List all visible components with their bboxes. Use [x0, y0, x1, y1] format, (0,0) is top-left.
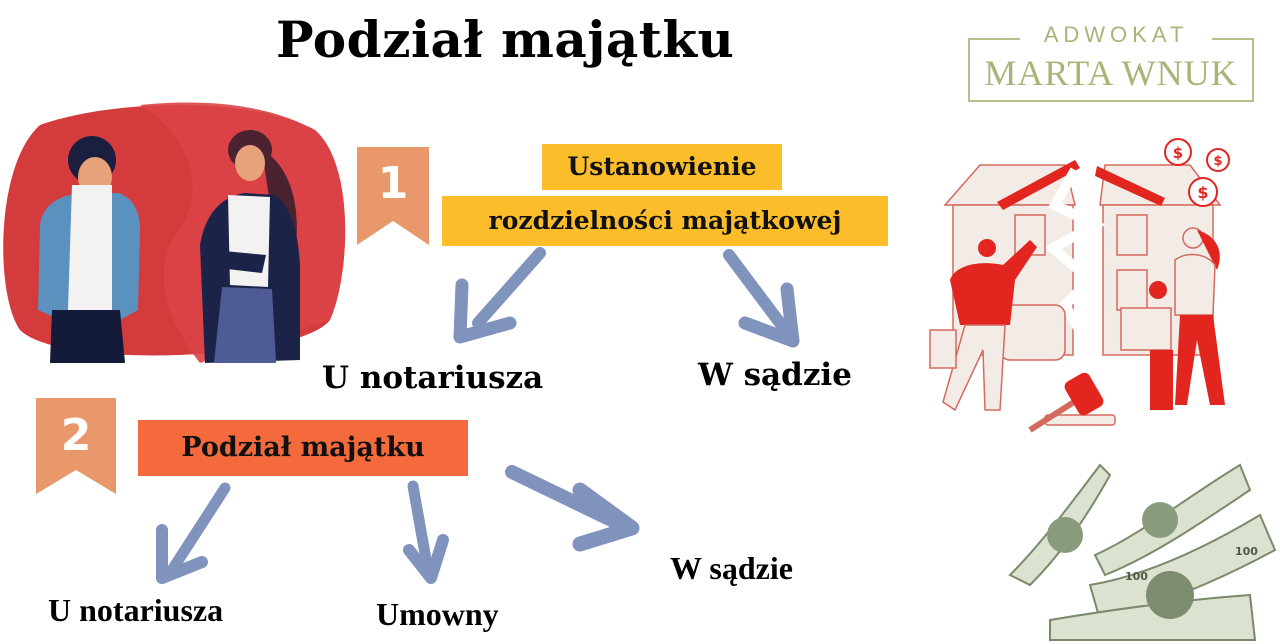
step-2-title: Podział majątku	[138, 420, 468, 476]
arrow-down-left-icon	[156, 482, 231, 584]
step-2-option-court: W sądzie	[670, 550, 793, 586]
svg-text:$: $	[1173, 144, 1183, 162]
svg-text:100: 100	[1235, 545, 1258, 558]
step-2-badge	[36, 398, 116, 494]
logo-main-text: MARTA WNUK	[984, 53, 1238, 93]
step-1-title-line2: rozdzielności majątkowej	[442, 196, 888, 246]
svg-text:$: $	[1197, 183, 1208, 202]
step-1-option-court: W sądzie	[698, 357, 852, 393]
split-house-illustration: $ $ $	[925, 130, 1260, 440]
step-2-number: 2	[60, 410, 92, 461]
logo-top-text: ADWOKAT	[1020, 22, 1212, 48]
svg-text:$: $	[1213, 154, 1222, 169]
step-1-option-notary: U notariusza	[322, 360, 544, 396]
step-1-badge	[357, 147, 429, 245]
arrow-down-icon	[403, 480, 449, 584]
arrow-down-left-icon	[453, 247, 546, 344]
step-2-option-contract: Umowny	[376, 596, 499, 632]
svg-text:100: 100	[1125, 570, 1148, 583]
step-1-title-line1: Ustanowienie	[542, 144, 782, 190]
dollar-bills-illustration: 100 100	[990, 445, 1280, 641]
arrow-down-right-icon	[723, 249, 800, 348]
step-1-number: 1	[377, 158, 409, 209]
page-title: Podział majątku	[276, 10, 735, 69]
arrow-right-icon	[505, 465, 640, 552]
arguing-couple-illustration	[0, 102, 350, 365]
step-2-option-notary: U notariusza	[48, 592, 224, 628]
